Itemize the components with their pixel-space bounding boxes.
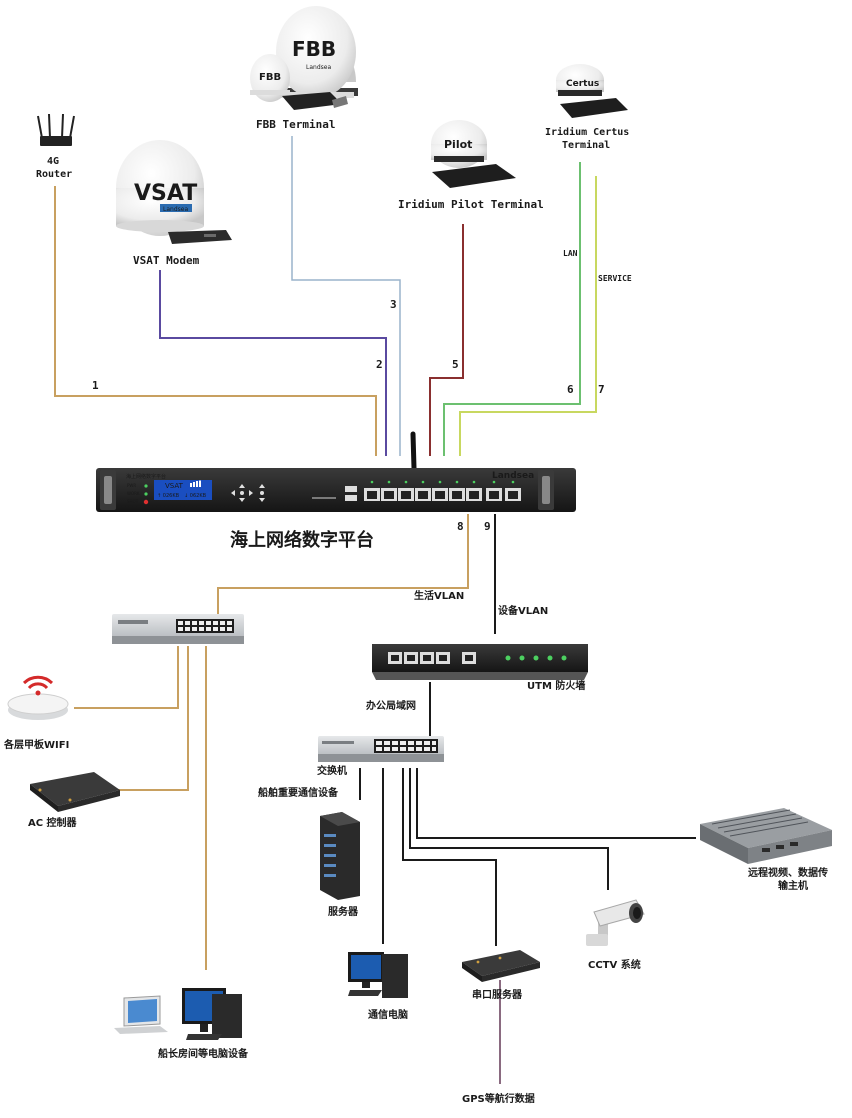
remote-host-label-line2: 输主机 <box>778 879 808 892</box>
cctv-label: CCTV 系统 <box>588 958 641 971</box>
life-switch <box>112 614 244 644</box>
ac-label: AC 控制器 <box>28 816 78 829</box>
ac-controller <box>30 772 120 812</box>
link-1-4g <box>54 186 377 456</box>
link-label-1: 1 <box>92 379 99 392</box>
wifi-ap <box>7 675 69 720</box>
link-label-7: 7 <box>598 383 605 396</box>
vsat-dome: VSAT Landsea <box>116 140 204 236</box>
link-ac <box>118 646 189 791</box>
link-serial <box>402 768 497 946</box>
digital-platform: 海上网络数字平台 PWR WORK SHOT VSAT ↑ 026KB ↓ 06… <box>96 431 576 512</box>
link-7-certus-service <box>459 176 597 456</box>
router-4g <box>37 113 75 146</box>
platform-logo: Landsea <box>492 471 534 481</box>
platform-led-label-pwr: PWR <box>127 483 136 488</box>
platform-lan-ports <box>364 480 521 501</box>
lcd-upload: ↑ 026KB <box>157 493 180 499</box>
link-label-5: 5 <box>452 358 459 371</box>
fbb-dome-label-big: FBB <box>292 37 336 61</box>
serial-server-label: 串口服务器 <box>472 988 523 1001</box>
router-4g-label-line2: Router <box>36 169 72 180</box>
serial-server <box>462 950 540 982</box>
office-lan-label: 办公局域网 <box>366 699 416 712</box>
lcd-download: ↓ 062KB <box>184 493 207 499</box>
router-4g-label-line1: 4G <box>47 156 59 167</box>
office-switch <box>318 736 444 762</box>
iridium-certus: Certus <box>556 64 628 118</box>
vsat-modem <box>168 230 232 244</box>
platform-led-label-shot: SHOT <box>127 499 139 504</box>
server-label: 服务器 <box>328 905 359 918</box>
link-2-vsat <box>159 270 387 456</box>
iridium-certus-label-line1: Iridium Certus <box>545 126 629 138</box>
comm-pc <box>348 952 408 998</box>
utm-label: UTM 防火墙 <box>527 679 585 692</box>
vsat-dome-logo: Landsea <box>163 206 188 213</box>
fbb-terminal-label: FBB Terminal <box>256 118 335 131</box>
captain-computers <box>114 988 242 1040</box>
platform-title: 海上网络数字平台 <box>230 529 374 551</box>
link-3-fbb <box>291 136 401 456</box>
office-switch-label: 交换机 <box>317 764 347 777</box>
certus-dome-label: Certus <box>566 79 599 89</box>
link-5-pilot <box>429 224 464 456</box>
server <box>320 812 360 900</box>
platform-led-label-work: WORK <box>127 491 140 496</box>
iridium-pilot-label: Iridium Pilot Terminal <box>398 198 544 211</box>
comm-equipment-label: 船舶重要通信设备 <box>258 786 339 799</box>
link-label-service: SERVICE <box>598 274 632 283</box>
connection-lines <box>54 136 696 1084</box>
fbb-dome-logo: Landsea <box>306 64 331 71</box>
life-vlan-label: 生活VLAN <box>414 589 464 602</box>
iridium-certus-label-line2: Terminal <box>562 139 610 151</box>
remote-host <box>700 808 832 864</box>
link-remote <box>416 768 696 839</box>
vsat-modem-label: VSAT Modem <box>133 254 200 267</box>
cctv-camera <box>586 899 645 946</box>
link-cctv <box>409 768 609 890</box>
lcd-title: VSAT <box>165 482 184 490</box>
link-label-3: 3 <box>390 298 397 311</box>
fbb-dome-label-small: FBB <box>259 72 281 83</box>
pilot-dome-label: Pilot <box>444 138 472 151</box>
link-label-8: 8 <box>457 520 464 533</box>
device-vlan-label: 设备VLAN <box>498 604 548 617</box>
platform-panel-label: 海上网络数字平台 <box>126 473 166 480</box>
wifi-label: 各层甲板WIFI <box>3 738 69 751</box>
gps-label: GPS等航行数据 <box>462 1092 535 1105</box>
iridium-pilot: Pilot <box>431 120 516 188</box>
utm-firewall <box>372 644 588 680</box>
remote-host-label-line1: 远程视频、数据传 <box>748 866 828 879</box>
link-label-2: 2 <box>376 358 383 371</box>
vsat-dome-label: VSAT <box>134 181 197 206</box>
comm-pc-label: 通信电脑 <box>368 1008 408 1021</box>
link-label-6: 6 <box>567 383 574 396</box>
link-wifi <box>74 646 179 709</box>
link-label-9: 9 <box>484 520 491 533</box>
fbb-terminal: FBB Landsea FBB <box>250 6 358 110</box>
captain-label: 船长房间等电脑设备 <box>158 1047 249 1060</box>
link-6-certus-lan <box>443 162 581 456</box>
link-label-lan: LAN <box>563 249 578 258</box>
link-8-life-vlan <box>217 514 469 614</box>
